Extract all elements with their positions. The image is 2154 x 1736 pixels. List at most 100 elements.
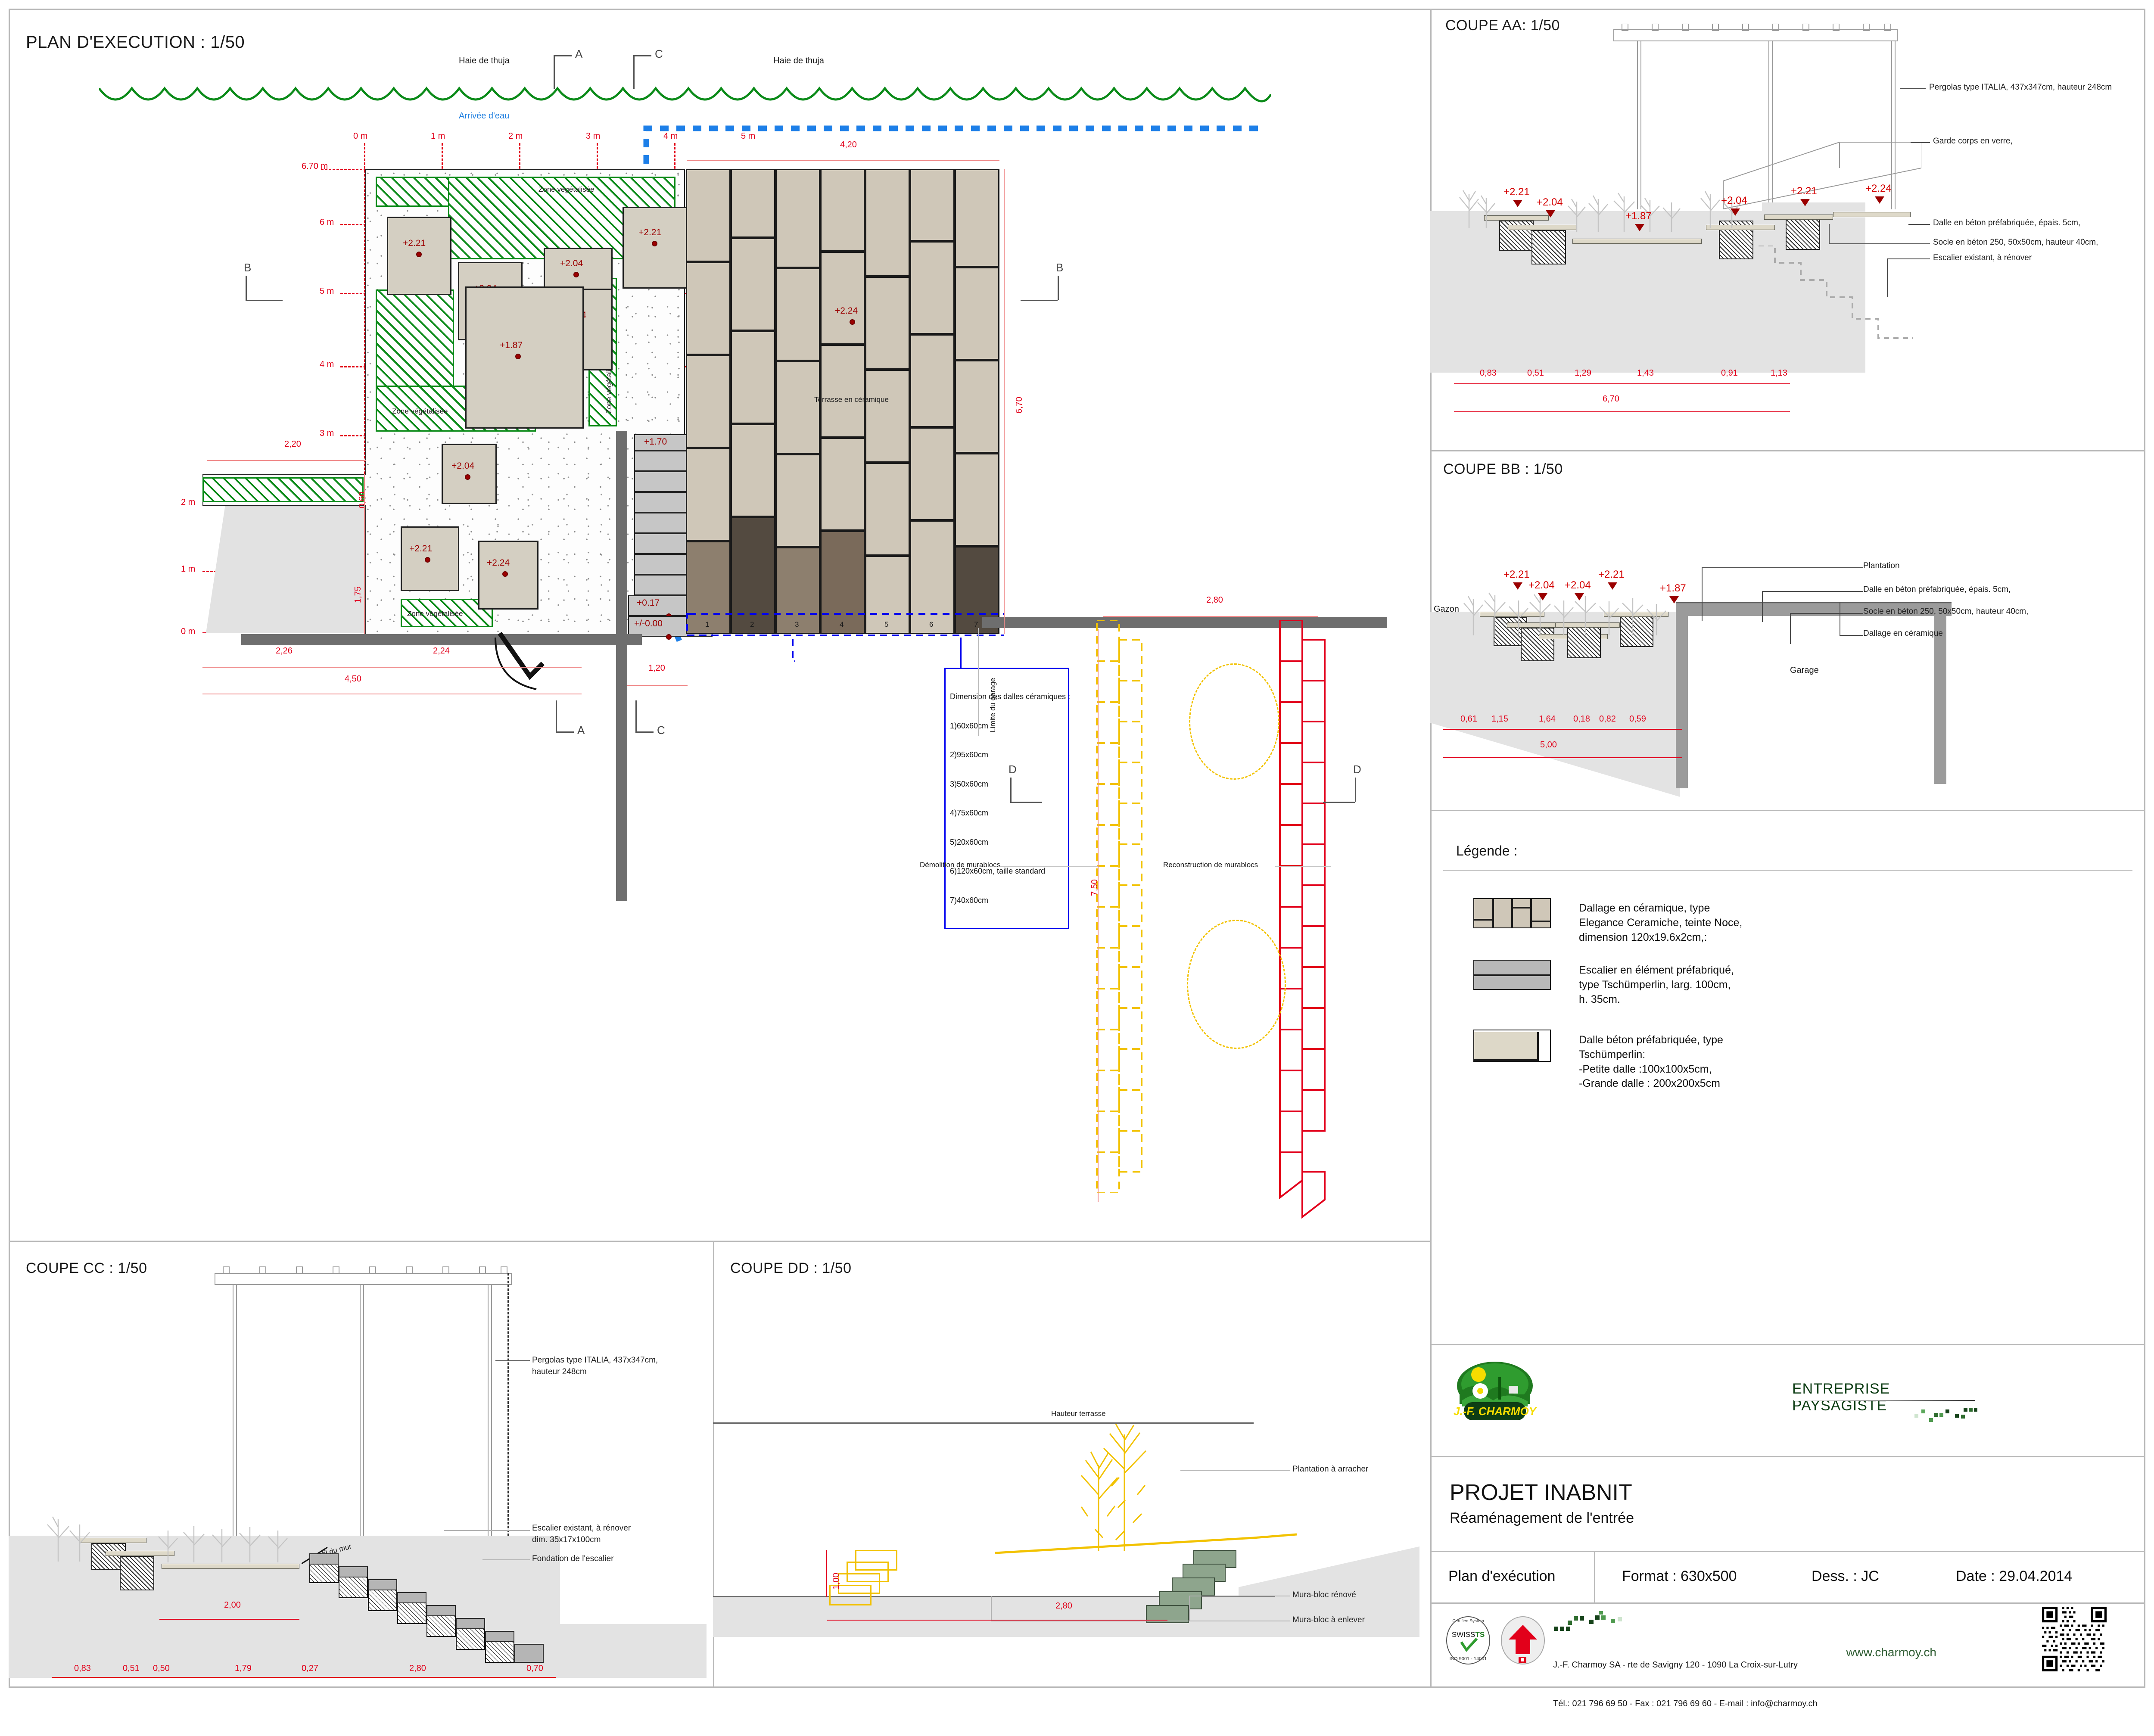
coupe-dd-dim-horizontal-label: 2,80	[1055, 1601, 1072, 1611]
coupe-cc-plantation	[47, 1516, 288, 1562]
tile-number-callout-box	[686, 613, 1004, 662]
plan-ytick-670: 6.70 m	[302, 162, 328, 171]
coupe-aa-dalle-4	[1706, 225, 1775, 230]
ceramic-paving-swatch	[1473, 898, 1551, 928]
plan-dim-175-label: 1,75	[353, 586, 363, 603]
swiss-ts-label: SWISSTS	[1452, 1630, 1485, 1639]
coupe-aa-glass-railing	[1723, 142, 1921, 210]
terrace-tile-a1	[686, 169, 731, 262]
plan-ytick-6: 6 m	[320, 218, 334, 227]
coupe-cc-callout-1-l2: hauteur 248cm	[532, 1367, 587, 1376]
coupe-bb-gazon-label: Gazon	[1434, 604, 1459, 614]
veg-zone-label-1: Zone végétalisée	[538, 185, 595, 193]
level-label-017: +0.17	[637, 598, 660, 608]
coupe-cc-tread-4	[397, 1592, 426, 1603]
coupe-dd-dim-horizontal-line	[827, 1620, 1167, 1621]
qr-code	[2042, 1607, 2107, 1671]
coupe-aa-level-221b: +2.21	[1791, 185, 1817, 197]
coupe-cc-dim-2: 0,51	[123, 1664, 140, 1673]
coupe-cc-dalle-2	[106, 1551, 174, 1556]
contact-phone: Tél.: 021 796 69 50 - Fax : 021 796 69 6…	[1553, 1699, 1818, 1708]
level-dot-204-lower	[465, 474, 470, 480]
coupe-cc-dim-200-label: 2,00	[224, 1600, 241, 1610]
coupe-aa-level-221a: +2.21	[1503, 186, 1530, 198]
date-value: Date : 29.04.2014	[1956, 1568, 2073, 1584]
coupe-aa-pergola-beam	[1613, 29, 1898, 41]
level-label-204-right: +2.04	[560, 258, 583, 268]
section-label-d-right: D	[1353, 763, 1361, 776]
level-dot-221-left	[416, 252, 422, 257]
coupe-cc-callout-1-l1: Pergolas type ITALIA, 437x347cm,	[532, 1356, 658, 1365]
plan-ytick-3: 3 m	[320, 429, 334, 438]
plan-boundary-left-top	[202, 474, 366, 475]
terrace-tile-d1	[820, 169, 865, 252]
frame-divider-doctype	[1594, 1551, 1595, 1602]
terrace-tile-c4	[775, 454, 820, 547]
level-label-221-left: +2.21	[403, 238, 426, 248]
ceramic-box-item-6: 6)120x60cm, taille standard	[950, 867, 1046, 875]
slope-area	[206, 506, 365, 633]
murablocs-demolition	[1096, 620, 1142, 1193]
coupe-cc-ground-left	[9, 1536, 310, 1678]
coupe-bb-garage-label: Garage	[1790, 666, 1819, 675]
thuja-hedge	[99, 86, 1271, 103]
coupe-cc-tread-1	[309, 1553, 339, 1565]
coupe-aa-plantation	[1459, 190, 1741, 232]
coupe-dd-title: COUPE DD : 1/50	[730, 1260, 852, 1276]
website-url[interactable]: www.charmoy.ch	[1846, 1646, 1936, 1659]
coupe-aa-dim-total	[1454, 411, 1790, 412]
coupe-aa-post-1	[1637, 41, 1641, 209]
coupe-dd-callout-3: Mura-bloc à enlever	[1292, 1615, 1365, 1624]
tile-number-1: 1	[705, 620, 710, 628]
terrace-tile-c2	[775, 268, 820, 361]
terrace-tile-b2	[731, 238, 775, 331]
terrace-tile-g2	[955, 267, 999, 360]
coupe-cc-callout-2-l2: dim. 35x17x100cm	[532, 1535, 601, 1544]
plan-boundary-left-lower	[365, 505, 366, 634]
plan-ytick-5: 5 m	[320, 286, 334, 296]
terrace-tile-d3	[820, 345, 865, 438]
coupe-cc-tread-5	[426, 1605, 456, 1616]
frame-divider-plan-coupes	[9, 1241, 1430, 1242]
garage-limit-label: Limite du garage	[989, 678, 997, 732]
ceramic-box-item-7: 7)40x60cm	[950, 896, 989, 905]
slab-224-lower	[478, 541, 538, 610]
coupe-dd-yellow-block-3	[838, 1573, 880, 1594]
plan-ytick-4: 4 m	[320, 360, 334, 369]
level-dot-224-terrace	[850, 319, 855, 325]
level-label-187: +1.87	[500, 340, 523, 350]
plan-dim-120-label: 1,20	[648, 663, 665, 673]
plan-dim-060-label: 0,60	[358, 492, 367, 508]
contact-info: J.-F. Charmoy SA - rte de Savigny 120 - …	[1553, 1633, 1818, 1736]
tagline-underline	[1794, 1400, 1975, 1401]
ceramic-box-item-4: 4)75x60cm	[950, 809, 989, 817]
slab-204-right	[544, 248, 613, 291]
plan-axis-h670	[321, 169, 366, 170]
plan-boundary-left-bottom	[202, 505, 366, 506]
garage-limit-leader	[978, 628, 979, 736]
coupe-bb-dalle-4	[1555, 622, 1620, 628]
terrace-label: Terrasse en céramique	[814, 395, 889, 404]
coupe-bb-callout-v2	[1762, 591, 1763, 622]
coupe-bb-socle-3	[1567, 625, 1601, 658]
coupe-cc-tread-7	[485, 1631, 514, 1642]
coupe-bb-plantation	[1463, 592, 1666, 635]
coupe-dd-callout-1: Plantation à arracher	[1292, 1465, 1369, 1474]
plan-dim-280-label: 2,80	[1206, 595, 1223, 605]
coupe-aa-dim-6: 1,13	[1771, 368, 1787, 378]
coupe-dd-yellow-block-2	[847, 1562, 889, 1582]
terrace-tile-g1	[955, 169, 999, 267]
coupe-aa-callout-5: Escalier existant, à rénover	[1933, 253, 2032, 262]
terrace-tile-c3	[775, 361, 820, 454]
level-dot-221-lower	[425, 557, 430, 563]
coupe-aa-callout-leader-4	[1829, 224, 1830, 244]
terrace-tile-c1	[775, 169, 820, 268]
coupe-cc-dim-1: 0,83	[74, 1664, 91, 1673]
coupe-aa-level-224: +2.24	[1865, 183, 1892, 194]
coupe-aa-dim-3: 1,29	[1575, 368, 1591, 378]
coupe-bb-callout-4: Dallage en céramique	[1863, 629, 1943, 638]
plan-dim-420-label: 4,20	[840, 140, 857, 149]
jardin-suisse-badge	[1501, 1616, 1545, 1664]
coupe-cc-callout-2-l1: Escalier existant, à rénover	[532, 1524, 631, 1533]
coupe-aa-callout-3: Dalle en béton préfabriquée, épais. 5cm,	[1933, 218, 2081, 227]
